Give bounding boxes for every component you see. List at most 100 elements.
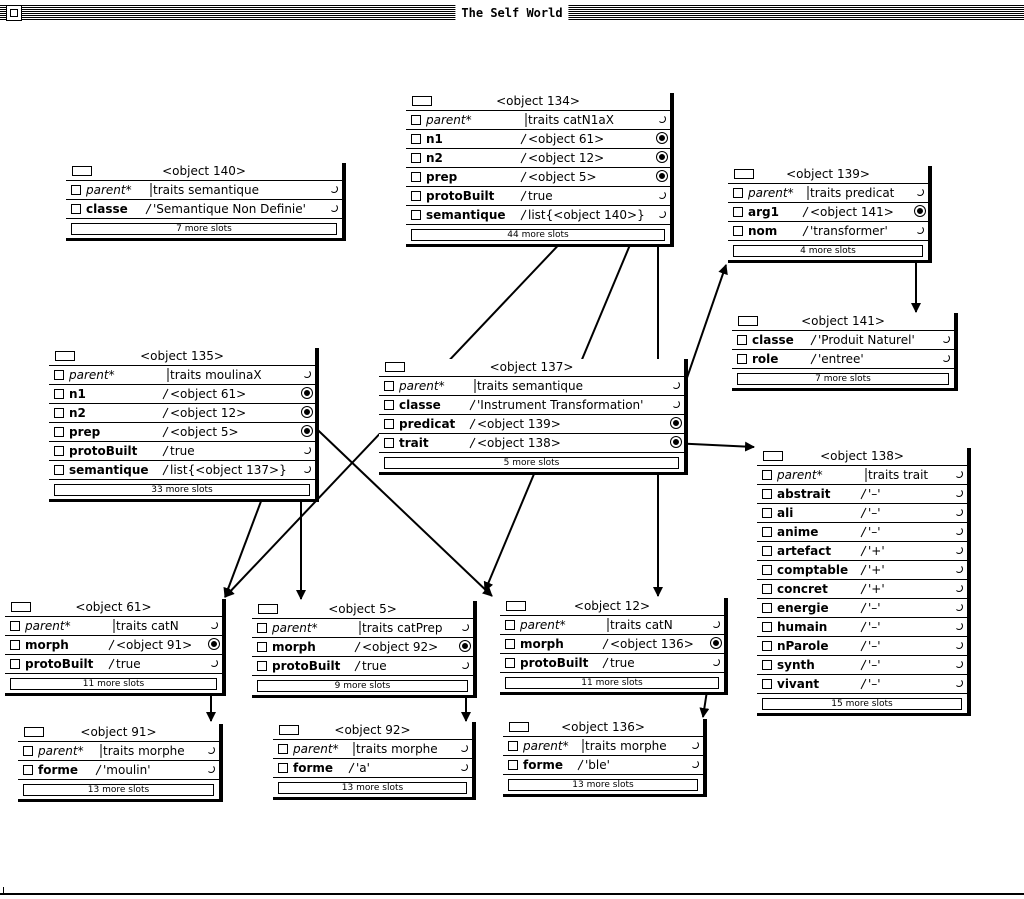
more-slots-button[interactable]: 13 more slots bbox=[278, 782, 467, 794]
more-slots-button[interactable]: 9 more slots bbox=[257, 680, 468, 692]
slot-row-forme[interactable]: forme'moulin' bbox=[18, 761, 219, 780]
more-slots-button[interactable]: 11 more slots bbox=[10, 678, 217, 690]
slot-checkbox[interactable] bbox=[23, 765, 33, 775]
evaluator-arc-icon[interactable] bbox=[658, 191, 666, 199]
more-slots-button[interactable]: 13 more slots bbox=[23, 784, 214, 796]
slot-checkbox[interactable] bbox=[762, 527, 772, 537]
slot-checkbox[interactable] bbox=[762, 584, 772, 594]
reference-dot-icon[interactable] bbox=[659, 173, 665, 179]
slot-checkbox[interactable] bbox=[384, 419, 394, 429]
slot-checkbox[interactable] bbox=[10, 640, 20, 650]
close-box-icon[interactable] bbox=[6, 5, 22, 21]
more-slots-button[interactable]: 5 more slots bbox=[384, 457, 679, 469]
evaluator-arc-icon[interactable] bbox=[691, 741, 699, 749]
slot-row-ali[interactable]: ali'–' bbox=[757, 504, 967, 523]
slot-row-parent-star[interactable]: parent*traits catN1aX bbox=[406, 111, 670, 130]
slot-value[interactable]: <object 138> bbox=[477, 436, 561, 450]
slot-checkbox[interactable] bbox=[384, 381, 394, 391]
evaluator-arc-icon[interactable] bbox=[461, 623, 469, 631]
slot-row-abstrait[interactable]: abstrait'–' bbox=[757, 485, 967, 504]
evaluator-arc-icon[interactable] bbox=[955, 679, 963, 687]
reference-dot-icon[interactable] bbox=[713, 640, 719, 646]
slot-checkbox[interactable] bbox=[762, 546, 772, 556]
slot-value[interactable]: <object 5> bbox=[528, 170, 597, 184]
slot-checkbox[interactable] bbox=[54, 465, 64, 475]
slot-value[interactable]: <object 12> bbox=[170, 406, 247, 420]
slot-value[interactable]: <object 61> bbox=[528, 132, 605, 146]
reference-dot-icon[interactable] bbox=[917, 208, 923, 214]
evaluator-arc-icon[interactable] bbox=[712, 658, 720, 666]
collapse-box-icon[interactable] bbox=[763, 451, 783, 461]
slot-value[interactable]: list{<object 140>} bbox=[528, 208, 645, 222]
slot-row-morph[interactable]: morph<object 91> bbox=[5, 636, 222, 655]
slot-value[interactable]: '–' bbox=[868, 525, 881, 539]
slot-row-classe[interactable]: classe'Instrument Transformation' bbox=[379, 396, 684, 415]
evaluator-arc-icon[interactable] bbox=[955, 603, 963, 611]
slot-checkbox[interactable] bbox=[762, 622, 772, 632]
evaluator-arc-icon[interactable] bbox=[330, 185, 338, 193]
slot-checkbox[interactable] bbox=[505, 639, 515, 649]
slot-value[interactable]: 'ble' bbox=[585, 758, 610, 772]
slot-row-vivant[interactable]: vivant'–' bbox=[757, 675, 967, 694]
slot-value[interactable]: <object 139> bbox=[477, 417, 561, 431]
slot-value[interactable]: <object 91> bbox=[116, 638, 193, 652]
slot-checkbox[interactable] bbox=[54, 370, 64, 380]
collapse-box-icon[interactable] bbox=[279, 725, 299, 735]
slot-value[interactable]: <object 92> bbox=[362, 640, 439, 654]
slot-row-artefact[interactable]: artefact'+' bbox=[757, 542, 967, 561]
slot-checkbox[interactable] bbox=[762, 489, 772, 499]
reference-dot-icon[interactable] bbox=[673, 420, 679, 426]
outliner-header[interactable]: <object 61> bbox=[5, 599, 222, 616]
slot-value[interactable]: traits morphe bbox=[103, 744, 185, 758]
collapse-box-icon[interactable] bbox=[11, 602, 31, 612]
slot-row-anime[interactable]: anime'–' bbox=[757, 523, 967, 542]
reference-dot-icon[interactable] bbox=[304, 409, 310, 415]
slot-row-arg1[interactable]: arg1<object 141> bbox=[728, 203, 928, 222]
slot-value[interactable]: true bbox=[170, 444, 195, 458]
evaluator-arc-icon[interactable] bbox=[330, 204, 338, 212]
slot-checkbox[interactable] bbox=[54, 408, 64, 418]
slot-row-role[interactable]: role'entree' bbox=[732, 350, 954, 369]
outliner-header[interactable]: <object 91> bbox=[18, 724, 219, 741]
slot-row-humain[interactable]: humain'–' bbox=[757, 618, 967, 637]
evaluator-arc-icon[interactable] bbox=[210, 621, 218, 629]
slot-row-n2[interactable]: n2<object 12> bbox=[406, 149, 670, 168]
slot-checkbox[interactable] bbox=[762, 508, 772, 518]
slot-checkbox[interactable] bbox=[505, 620, 515, 630]
slot-checkbox[interactable] bbox=[10, 621, 20, 631]
evaluator-arc-icon[interactable] bbox=[955, 470, 963, 478]
evaluator-arc-icon[interactable] bbox=[942, 335, 950, 343]
slot-row-predicat[interactable]: predicat<object 139> bbox=[379, 415, 684, 434]
slot-checkbox[interactable] bbox=[384, 400, 394, 410]
collapse-box-icon[interactable] bbox=[258, 604, 278, 614]
evaluator-arc-icon[interactable] bbox=[955, 508, 963, 516]
slot-checkbox[interactable] bbox=[411, 191, 421, 201]
slot-row-prep[interactable]: prep<object 5> bbox=[406, 168, 670, 187]
slot-checkbox[interactable] bbox=[257, 661, 267, 671]
slot-row-concret[interactable]: concret'+' bbox=[757, 580, 967, 599]
slot-value[interactable]: 'Instrument Transformation' bbox=[477, 398, 644, 412]
slot-checkbox[interactable] bbox=[10, 659, 20, 669]
slot-row-n1[interactable]: n1<object 61> bbox=[49, 385, 315, 404]
slot-value[interactable]: traits predicat bbox=[810, 186, 895, 200]
outliner-header[interactable]: <object 141> bbox=[732, 313, 954, 330]
slot-checkbox[interactable] bbox=[505, 658, 515, 668]
slot-checkbox[interactable] bbox=[71, 204, 81, 214]
slot-value[interactable]: '–' bbox=[868, 639, 881, 653]
evaluator-arc-icon[interactable] bbox=[303, 446, 311, 454]
slot-row-parent-star[interactable]: parent*traits semantique bbox=[66, 181, 342, 200]
more-slots-button[interactable]: 15 more slots bbox=[762, 698, 962, 710]
slot-value[interactable]: 'a' bbox=[356, 761, 370, 775]
slot-checkbox[interactable] bbox=[278, 763, 288, 773]
slot-row-classe[interactable]: classe'Produit Naturel' bbox=[732, 331, 954, 350]
slot-checkbox[interactable] bbox=[411, 115, 421, 125]
